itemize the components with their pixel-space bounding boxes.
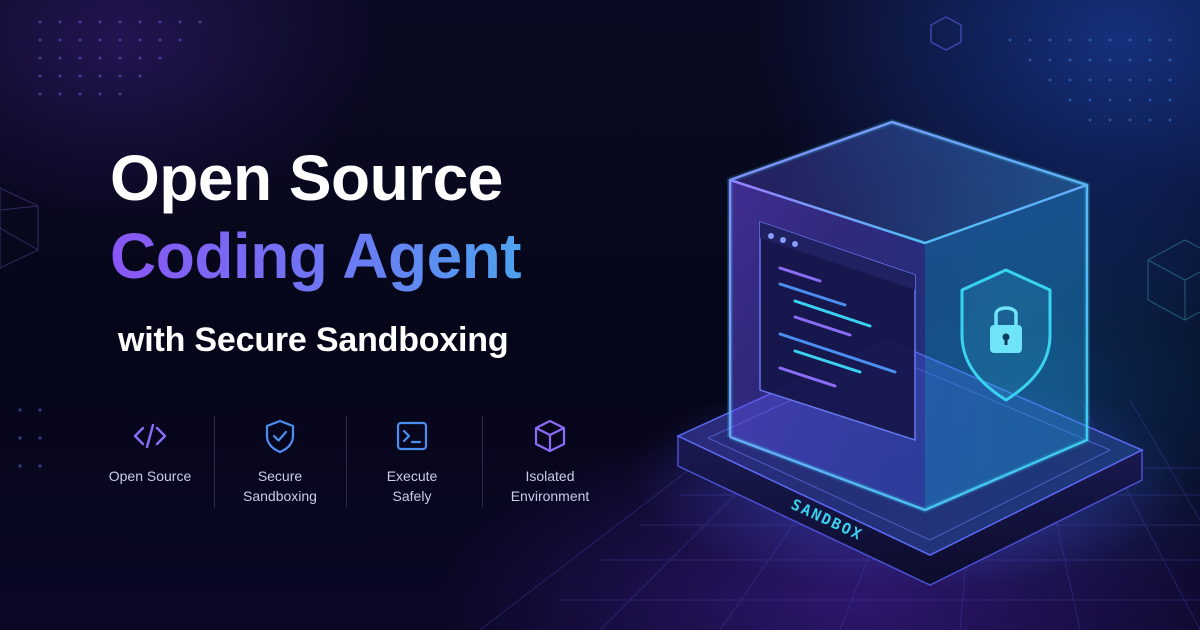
feature-divider: [214, 416, 215, 508]
feature-label: Isolated: [525, 468, 575, 484]
feature-label-second-line: Environment: [510, 488, 590, 504]
cube-icon: [534, 419, 566, 453]
dot-grid-top-right: [1008, 38, 1172, 122]
feature-divider: [346, 416, 347, 508]
code-icon: [133, 423, 167, 449]
wireframe-cube-right: [1147, 239, 1200, 321]
feature-open-source: Open Source: [80, 410, 220, 510]
shield-lock-icon: [960, 268, 1052, 402]
sandbox-cube-illustration: SANDBOX: [630, 118, 1190, 590]
feature-execute-safely: Execute Safely: [342, 410, 482, 510]
cube-edges: [728, 120, 1089, 512]
code-window-icon: [759, 220, 916, 442]
feature-isolated-environment: Isolated Environment: [480, 410, 620, 510]
feature-divider: [482, 416, 483, 508]
feature-label: Secure: [257, 468, 303, 484]
shield-check-icon: [265, 419, 295, 454]
dot-grid-left: [18, 408, 42, 468]
hexagon-outline: [930, 16, 962, 51]
headline: Open Source Coding Agent: [110, 140, 670, 296]
feature-label: Open Source: [108, 468, 192, 484]
feature-row: Open Source Secure Sandboxing Execute Sa…: [80, 410, 600, 510]
feature-label: Execute: [386, 468, 438, 484]
cube-top-face: [730, 122, 1087, 243]
headline-line-1: Open Source: [110, 142, 503, 214]
feature-label-second-line: Sandboxing: [243, 488, 317, 504]
subheadline: with Secure Sandboxing: [118, 321, 509, 359]
feature-secure-sandboxing: Secure Sandboxing: [210, 410, 350, 510]
headline-line-2-gradient: Coding Agent: [110, 216, 670, 296]
dot-grid-top-left: [38, 20, 202, 96]
feature-label-second-line: Safely: [392, 488, 432, 504]
wireframe-cube-left: [0, 187, 39, 269]
terminal-icon: [396, 421, 428, 451]
